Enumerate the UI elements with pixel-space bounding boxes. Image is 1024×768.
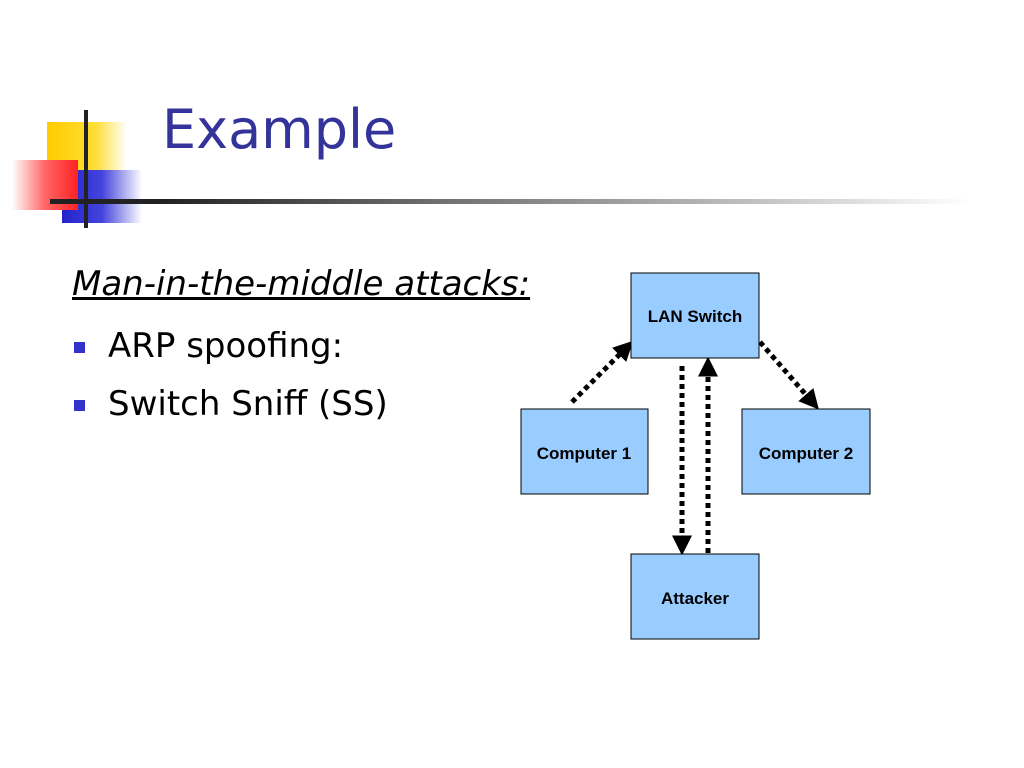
node-computer-1: Computer 1: [520, 408, 649, 495]
slide-subtitle: Man-in-the-middle attacks:: [72, 264, 531, 304]
attacker-box: [630, 553, 760, 640]
square-bullet-icon: [74, 400, 85, 411]
bullet-item: ARP spoofing:: [72, 324, 388, 382]
lan-switch-box: [630, 272, 760, 359]
edge-computer1-to-switch: [570, 340, 634, 404]
bullet-list: ARP spoofing: Switch Sniff (SS): [72, 324, 388, 440]
title-underline-rule: [50, 199, 970, 204]
computer-1-box: [520, 408, 649, 495]
lan-switch-label: LAN Switch: [648, 307, 742, 326]
bullet-item: Switch Sniff (SS): [72, 382, 388, 440]
node-attacker: Attacker: [630, 553, 760, 640]
attacker-label: Attacker: [661, 589, 729, 608]
corner-logo: [12, 110, 142, 228]
edge-switch-to-computer2: [758, 340, 819, 410]
logo-vertical-line: [84, 110, 88, 228]
node-computer-2: Computer 2: [741, 408, 871, 495]
computer-1-label: Computer 1: [537, 444, 631, 463]
bullet-text: ARP spoofing:: [108, 326, 344, 366]
computer-2-label: Computer 2: [759, 444, 853, 463]
node-lan-switch: LAN Switch: [630, 272, 760, 359]
slide-title: Example: [162, 98, 397, 161]
bullet-text: Switch Sniff (SS): [108, 384, 388, 424]
computer-2-box: [741, 408, 871, 495]
square-bullet-icon: [74, 342, 85, 353]
